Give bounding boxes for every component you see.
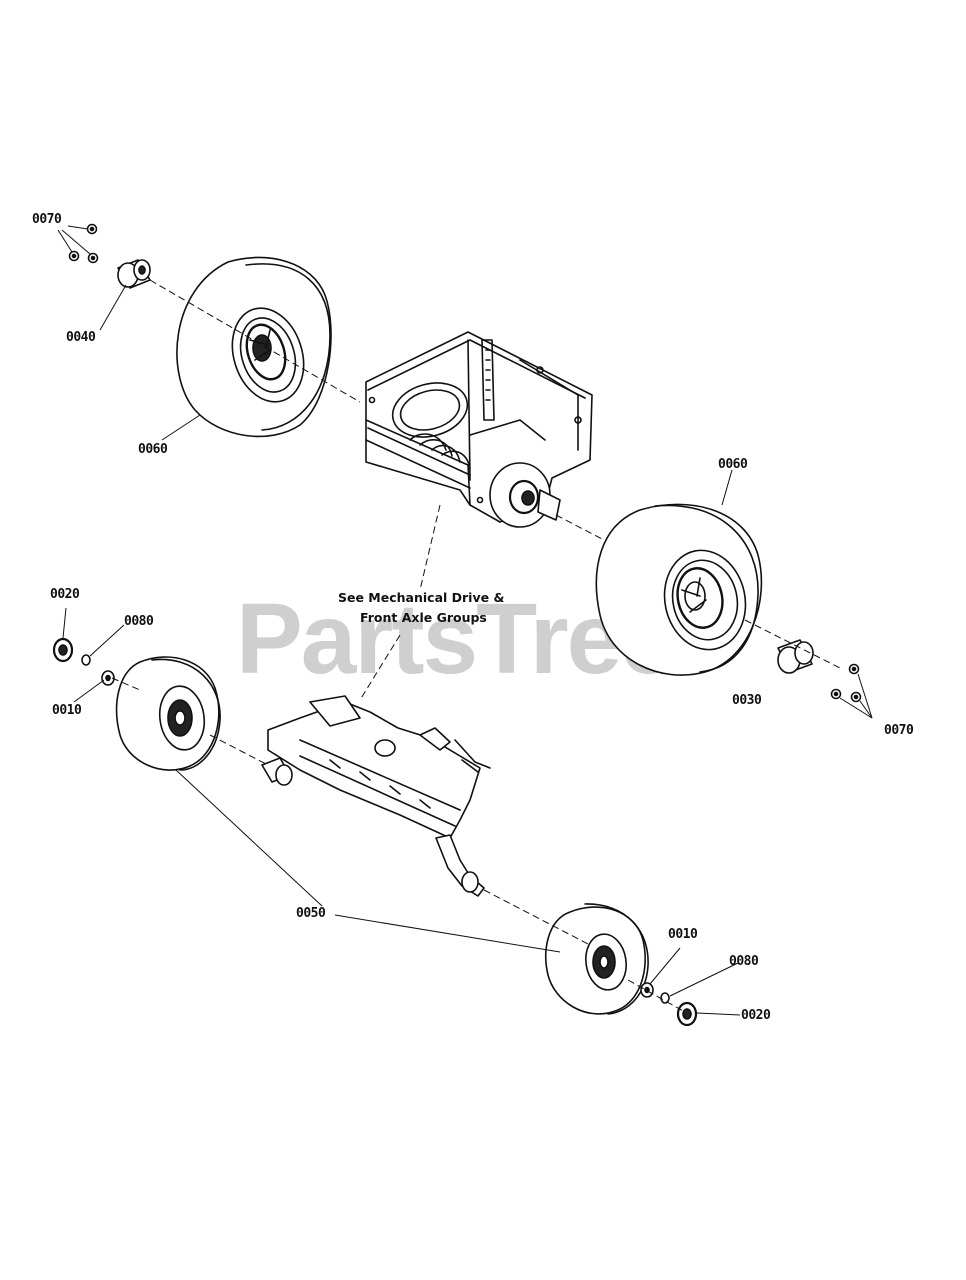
transaxle-housing[interactable] xyxy=(365,331,593,528)
callout-0030: 0030 xyxy=(732,693,762,708)
callout-0080-right: 0080 xyxy=(729,954,759,969)
callout-0070-top: 0070 xyxy=(32,212,62,227)
lug-nuts-right[interactable] xyxy=(830,663,862,703)
callout-0060-left: 0060 xyxy=(138,442,168,457)
reference-note-line-2: Front Axle Groups xyxy=(360,610,487,625)
callout-0050: 0050 xyxy=(296,906,326,921)
callout-0060-right: 0060 xyxy=(718,457,748,472)
rear-wheel-left[interactable] xyxy=(176,256,332,438)
callout-0010-left: 0010 xyxy=(52,703,82,718)
leader-lines xyxy=(57,225,873,1016)
callout-0040: 0040 xyxy=(66,330,96,345)
reference-note: See Mechanical Drive & Front Axle Groups xyxy=(338,588,504,628)
callout-0020-right: 0020 xyxy=(741,1008,771,1023)
reference-note-line-1: See Mechanical Drive & xyxy=(338,590,505,605)
front-right-hardware[interactable] xyxy=(640,982,698,1027)
hub-cap-0040[interactable] xyxy=(117,259,151,289)
hub-cap-0030[interactable] xyxy=(777,639,814,674)
front-axle[interactable] xyxy=(261,695,491,897)
rear-wheel-right[interactable] xyxy=(595,503,763,676)
front-wheel-left[interactable] xyxy=(115,656,221,771)
callout-0080-left: 0080 xyxy=(124,614,154,629)
callout-0070-right: 0070 xyxy=(884,723,914,738)
callout-0010-right: 0010 xyxy=(668,927,698,942)
front-left-hardware[interactable] xyxy=(52,637,115,686)
front-wheel-right[interactable] xyxy=(545,903,649,1015)
callout-0020-left: 0020 xyxy=(50,587,80,602)
centerlines xyxy=(111,279,841,1013)
lug-nuts-top-left[interactable] xyxy=(68,223,99,264)
